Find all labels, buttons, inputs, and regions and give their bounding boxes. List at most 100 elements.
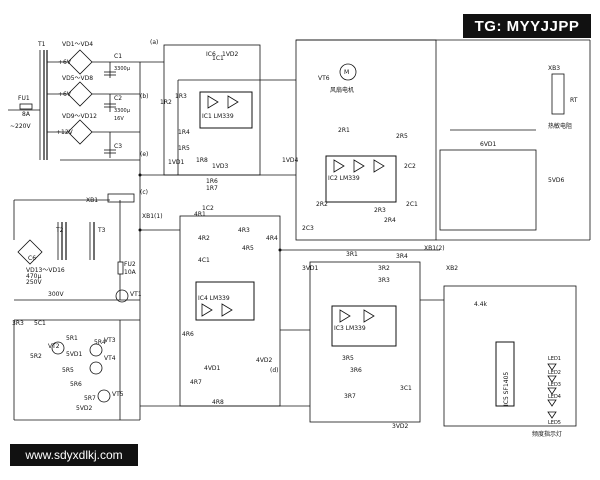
bridge-2: VD5～VD8 +6V: [58, 75, 93, 107]
svg-text:VD1～VD4: VD1～VD4: [62, 41, 93, 48]
xb1-section: XB1 T2 T3 VD13～VD16 C6 470μ 250V 300V FU…: [12, 193, 142, 421]
svg-text:+6V: +6V: [58, 91, 72, 98]
svg-text:5C1: 5C1: [34, 320, 46, 327]
svg-text:(c): (c): [140, 189, 148, 196]
svg-text:2C3: 2C3: [302, 225, 314, 232]
bridge-3: VD9～VD12 +12V: [56, 113, 97, 145]
ic3-block: IC3 LM339 3R1 3R2 3R3 3R4 3R5 3R6 3R7 3C…: [302, 251, 421, 430]
svg-text:1R5: 1R5: [178, 145, 190, 152]
svg-text:(a): (a): [150, 39, 158, 46]
svg-text:VT2: VT2: [48, 343, 60, 350]
svg-text:3R4: 3R4: [396, 253, 408, 260]
svg-text:XB1(2): XB1(2): [424, 245, 445, 252]
svg-text:+6V: +6V: [58, 59, 72, 66]
svg-text:3R3: 3R3: [12, 320, 24, 327]
xb3-label: XB3: [548, 65, 560, 72]
svg-text:LED1: LED1: [548, 356, 561, 362]
svg-text:5VD6: 5VD6: [548, 177, 565, 184]
svg-text:5VD1: 5VD1: [66, 351, 83, 358]
ic5-title: 频度指示灯: [532, 430, 562, 438]
svg-text:3VD1: 3VD1: [302, 265, 319, 272]
ic4-block: IC4 LM339 4R1 4R2 4R3 4R4 4R5 4R6 4R7 4R…: [179, 211, 281, 407]
ic1-label: IC1 LM339: [202, 113, 234, 120]
svg-text:470μ: 470μ: [26, 273, 41, 280]
mains-label: ~220V: [10, 123, 31, 130]
svg-text:10A: 10A: [124, 269, 137, 276]
svg-text:3R1: 3R1: [346, 251, 358, 258]
svg-text:3R6: 3R6: [350, 367, 362, 374]
led-3: LED3: [547, 382, 561, 395]
svg-text:RT: RT: [570, 97, 578, 104]
svg-text:5R5: 5R5: [62, 367, 74, 374]
transformer-t1: T1: [37, 41, 46, 48]
svg-text:(b): (b): [140, 93, 149, 100]
svg-text:2R3: 2R3: [374, 207, 386, 214]
svg-text:2R1: 2R1: [338, 127, 350, 134]
svg-text:4R2: 4R2: [198, 235, 210, 242]
svg-text:2R5: 2R5: [396, 133, 408, 140]
svg-text:VT6: VT6: [318, 75, 330, 82]
wiring: [138, 61, 444, 420]
ic5-label: IC5 SF1405: [503, 372, 510, 406]
svg-text:2R4: 2R4: [384, 217, 396, 224]
svg-text:1C1: 1C1: [212, 55, 224, 62]
xb1-plug: XB1: [86, 197, 98, 204]
svg-text:FU2: FU2: [124, 261, 136, 268]
annotations: (a) (b) (c) (d) (e) XB1(1) XB1(2): [140, 39, 445, 374]
svg-text:3C1: 3C1: [400, 385, 412, 392]
svg-text:1VD2: 1VD2: [222, 51, 239, 58]
svg-text:3VD2: 3VD2: [392, 423, 409, 430]
led-2: LED2: [547, 370, 561, 383]
svg-text:5R6: 5R6: [70, 381, 82, 388]
svg-text:VT4: VT4: [104, 355, 116, 362]
power-supply-section: FU1 8A ~220V T1 VD1～VD4 +6V VD5～VD8 +6V …: [8, 41, 140, 161]
svg-text:5R2: 5R2: [30, 353, 42, 360]
fuse-label: FU1: [18, 95, 30, 102]
svg-text:(d): (d): [270, 367, 279, 374]
svg-text:5R4: 5R4: [94, 339, 106, 346]
svg-text:5R7: 5R7: [84, 395, 96, 402]
svg-text:4R7: 4R7: [190, 379, 202, 386]
svg-text:LED2: LED2: [548, 370, 561, 376]
svg-text:LED4: LED4: [548, 394, 561, 400]
svg-text:3R2: 3R2: [378, 265, 390, 272]
svg-text:T3: T3: [97, 227, 106, 234]
svg-text:1VD4: 1VD4: [282, 157, 299, 164]
svg-text:3R7: 3R7: [344, 393, 356, 400]
svg-text:1VD1: 1VD1: [168, 159, 185, 166]
svg-text:300V: 300V: [48, 291, 64, 298]
ic2-label: IC2 LM339: [328, 175, 360, 182]
svg-text:3R5: 3R5: [342, 355, 354, 362]
svg-text:3300μ: 3300μ: [114, 66, 131, 72]
svg-text:4R3: 4R3: [238, 227, 250, 234]
svg-text:1R4: 1R4: [178, 129, 190, 136]
svg-text:VD13～VD16: VD13～VD16: [26, 267, 65, 274]
svg-text:5R1: 5R1: [66, 335, 78, 342]
svg-text:2R2: 2R2: [316, 201, 328, 208]
svg-text:C6: C6: [28, 255, 36, 262]
svg-text:2C1: 2C1: [406, 201, 418, 208]
svg-text:1R6: 1R6: [206, 178, 218, 185]
svg-text:1R3: 1R3: [175, 93, 187, 100]
svg-text:VT3: VT3: [104, 337, 116, 344]
ic4-label: IC4 LM339: [198, 295, 230, 302]
led-4: LED4: [547, 394, 561, 407]
svg-text:VT1: VT1: [130, 291, 142, 298]
svg-text:C1: C1: [114, 53, 122, 60]
ic1-block: IC1 LM339 1R2 1R3 1R4 1R5 1R6 1R7 1R8 1C…: [160, 44, 299, 212]
svg-text:4VD2: 4VD2: [256, 357, 273, 364]
watermark-top-right: TG: MYYJJPP: [463, 14, 591, 38]
svg-text:T2: T2: [55, 227, 64, 234]
top-right-section: M 风扇电机 热敏电阻 XB3 RT XB2 IC6 VT6 6VD1 5VD6…: [206, 39, 591, 308]
svg-text:IC6: IC6: [206, 51, 216, 58]
svg-text:4R8: 4R8: [212, 399, 224, 406]
svg-text:VD9～VD12: VD9～VD12: [62, 113, 97, 120]
svg-text:4R4: 4R4: [266, 235, 278, 242]
svg-text:250V: 250V: [26, 279, 42, 286]
svg-text:1R8: 1R8: [196, 157, 208, 164]
svg-text:(e): (e): [140, 151, 148, 158]
svg-text:5VD2: 5VD2: [76, 405, 93, 412]
svg-text:6VD1: 6VD1: [480, 141, 497, 148]
svg-text:3300μ: 3300μ: [114, 108, 131, 114]
